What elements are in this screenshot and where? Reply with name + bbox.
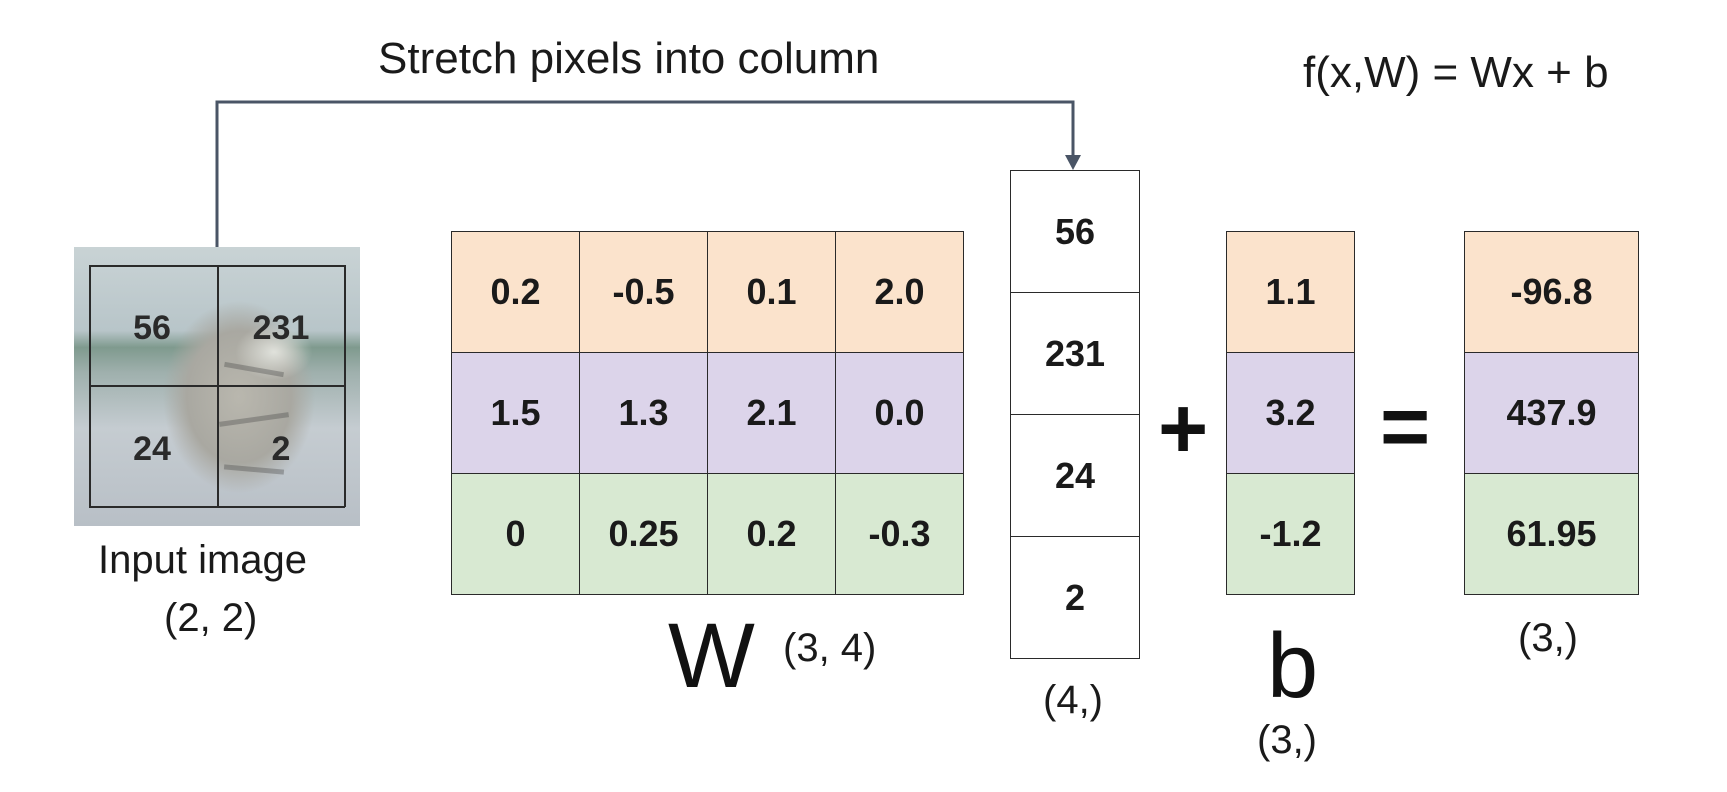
weight-cell: 0.0: [835, 352, 964, 474]
column-cell: 56: [1010, 170, 1140, 293]
result-cell: 437.9: [1464, 352, 1639, 474]
weight-cell: 0.25: [579, 473, 708, 595]
image-grid-border-left: [89, 265, 91, 507]
column-cell: 231: [1010, 292, 1140, 415]
result-shape: (3,): [1518, 616, 1578, 660]
bias-shape: (3,): [1257, 718, 1317, 762]
pixel-value: 56: [133, 309, 171, 347]
weight-cell: -0.5: [579, 231, 708, 353]
bias-cell: 1.1: [1226, 231, 1355, 353]
weight-letter: W: [668, 605, 755, 707]
formula-label: f(x,W) = Wx + b: [1303, 48, 1609, 97]
weight-cell: -0.3: [835, 473, 964, 595]
weight-cell: 0.2: [707, 473, 836, 595]
image-grid-horizontal: [89, 385, 345, 387]
input-image: 56 231 24 2: [74, 247, 360, 526]
plus-operator: +: [1158, 381, 1209, 477]
input-image-shape: (2, 2): [164, 596, 258, 640]
weight-cell: 1.3: [579, 352, 708, 474]
bias-cell: 3.2: [1226, 352, 1355, 474]
stretch-arrow-head: [1065, 155, 1081, 170]
image-grid-border-bottom: [89, 506, 345, 508]
weight-cell: 2.1: [707, 352, 836, 474]
image-grid-border-top: [89, 265, 345, 267]
column-cell: 24: [1010, 414, 1140, 537]
column-shape: (4,): [1043, 678, 1103, 722]
weight-cell: 0: [451, 473, 580, 595]
weight-shape: (3, 4): [783, 626, 877, 670]
pixel-value: 231: [252, 309, 310, 347]
bias-letter: b: [1267, 615, 1319, 717]
result-cell: 61.95: [1464, 473, 1639, 595]
image-grid-border-right: [344, 265, 346, 507]
weight-cell: 0.2: [451, 231, 580, 353]
weight-cell: 2.0: [835, 231, 964, 353]
column-cell: 2: [1010, 536, 1140, 659]
pixel-value: 24: [133, 430, 171, 468]
bias-cell: -1.2: [1226, 473, 1355, 595]
weight-cell: 0.1: [707, 231, 836, 353]
pixel-value: 2: [271, 430, 291, 468]
weight-cell: 1.5: [451, 352, 580, 474]
equals-operator: =: [1380, 379, 1431, 475]
stretch-arrow-line: [215, 100, 1075, 249]
result-cell: -96.8: [1464, 231, 1639, 353]
stretch-label: Stretch pixels into column: [378, 34, 880, 83]
input-image-label: Input image: [98, 538, 308, 582]
